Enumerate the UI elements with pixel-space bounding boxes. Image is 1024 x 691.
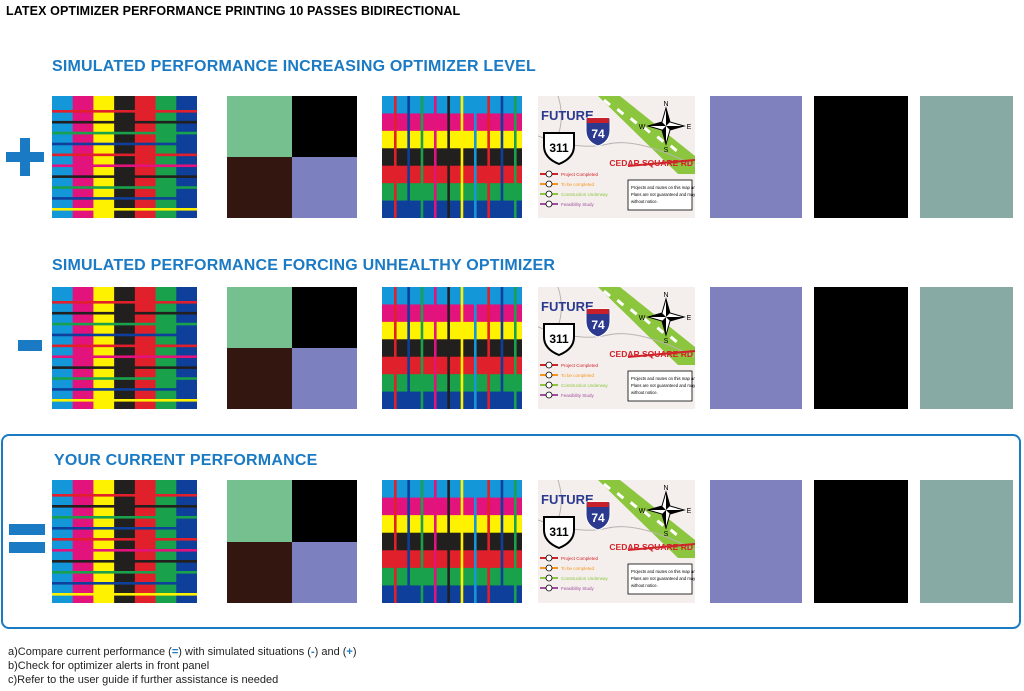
gray-green-swatch-minus bbox=[920, 287, 1013, 409]
map-legend-item: Project Completed bbox=[561, 172, 599, 177]
map-future-label: FUTURE bbox=[541, 492, 594, 507]
map-legend-item: To be completed bbox=[561, 566, 595, 571]
compass-icon bbox=[646, 490, 686, 530]
map-future-label: FUTURE bbox=[541, 299, 594, 314]
map-legend-item: To be completed bbox=[561, 373, 595, 378]
instruction-b: b)Check for optimizer alerts in front pa… bbox=[8, 660, 210, 672]
map-note-line: Projects and routes on this map are a gu… bbox=[631, 569, 695, 574]
map-legend-item: Project Completed bbox=[561, 556, 599, 561]
four-patch-sample-minus bbox=[227, 287, 357, 409]
vertical-bars-sample-equal bbox=[52, 480, 198, 603]
map-legend-item: Construction Underway bbox=[561, 576, 609, 581]
road-label: CEDAR SQUARE RD bbox=[609, 542, 693, 552]
compass-n-label: N bbox=[663, 292, 668, 299]
interstate-shield-icon: 74 bbox=[591, 318, 605, 332]
lavender-swatch-plus bbox=[710, 96, 802, 218]
current-performance-frame bbox=[1, 434, 1021, 629]
map-legend-item: Feasibility Study bbox=[561, 393, 595, 398]
compass-w-label: W bbox=[639, 124, 646, 131]
instruction-c: c)Refer to the user guide if further ass… bbox=[8, 674, 279, 686]
map-note-line: without notice. bbox=[631, 199, 658, 204]
map-legend-item: Construction Underway bbox=[561, 383, 609, 388]
map-note-line: without notice. bbox=[631, 390, 658, 395]
map-sample-equal: FUTURE 311 74 N S E W CEDAR SQUARE RD Project Co… bbox=[537, 479, 713, 603]
four-patch-sample-plus bbox=[227, 96, 357, 218]
section-title-increasing: SIMULATED PERFORMANCE INCREASING OPTIMIZ… bbox=[52, 58, 536, 75]
map-sample-minus: FUTURE 311 74 N S E W CEDAR SQUARE RD Project Co… bbox=[537, 286, 713, 409]
horizontal-bars-sample-equal bbox=[382, 480, 522, 604]
page-title: LATEX OPTIMIZER PERFORMANCE PRINTING 10 … bbox=[6, 4, 461, 18]
section-title-unhealthy: SIMULATED PERFORMANCE FORCING UNHEALTHY … bbox=[52, 257, 556, 274]
section-title-current: YOUR CURRENT PERFORMANCE bbox=[54, 452, 318, 469]
compass-n-label: N bbox=[663, 101, 668, 108]
vertical-bars-sample-minus bbox=[52, 287, 198, 409]
map-note-line: Projects and routes on this map are a gu… bbox=[631, 376, 695, 381]
map-future-label: FUTURE bbox=[541, 108, 594, 123]
map-note-line: without notice. bbox=[631, 583, 658, 588]
map-sample-plus: FUTURE 311 74 N S E W CEDAR SQUARE RD Project Co… bbox=[537, 95, 713, 218]
gray-green-swatch-equal bbox=[920, 480, 1013, 603]
map-legend-item: Project Completed bbox=[561, 363, 599, 368]
horizontal-bars-sample-plus bbox=[382, 96, 522, 219]
minus-icon bbox=[18, 340, 42, 351]
compass-s-label: S bbox=[664, 147, 669, 154]
compass-icon bbox=[646, 297, 686, 337]
lavender-swatch-minus bbox=[710, 287, 802, 409]
map-note-line: Plans are not guaranteed and may change bbox=[631, 576, 695, 581]
compass-w-label: W bbox=[639, 508, 646, 515]
compass-w-label: W bbox=[639, 315, 646, 322]
gray-green-swatch-plus bbox=[920, 96, 1013, 218]
compass-n-label: N bbox=[663, 485, 668, 492]
us-route-shield-icon: 311 bbox=[549, 332, 569, 346]
us-route-shield-icon: 311 bbox=[549, 141, 569, 155]
interstate-shield-icon: 74 bbox=[591, 511, 605, 525]
compass-e-label: E bbox=[687, 315, 692, 322]
black-swatch-plus bbox=[814, 96, 908, 218]
instructions: a)Compare current performance (=) with s… bbox=[8, 645, 357, 687]
interstate-shield-icon: 74 bbox=[591, 127, 605, 141]
us-route-shield-icon: 311 bbox=[549, 525, 569, 539]
instruction-a: a)Compare current performance (=) with s… bbox=[8, 646, 357, 658]
compass-e-label: E bbox=[687, 508, 692, 515]
map-note-line: Projects and routes on this map are a gu… bbox=[631, 185, 695, 190]
compass-s-label: S bbox=[664, 338, 669, 345]
compass-icon bbox=[646, 106, 686, 146]
black-swatch-equal bbox=[814, 480, 908, 603]
map-note-line: Plans are not guaranteed and may change bbox=[631, 192, 695, 197]
four-patch-sample-equal bbox=[227, 480, 357, 603]
map-legend-item: Feasibility Study bbox=[561, 202, 595, 207]
horizontal-bars-sample-minus bbox=[382, 287, 522, 410]
compass-s-label: S bbox=[664, 531, 669, 538]
road-label: CEDAR SQUARE RD bbox=[609, 158, 693, 168]
map-legend-item: Feasibility Study bbox=[561, 586, 595, 591]
compass-e-label: E bbox=[687, 124, 692, 131]
black-swatch-minus bbox=[814, 287, 908, 409]
map-legend-item: Construction Underway bbox=[561, 192, 609, 197]
equal-icon bbox=[9, 524, 45, 554]
map-note-line: Plans are not guaranteed and may change bbox=[631, 383, 695, 388]
map-legend-item: To be completed bbox=[561, 182, 595, 187]
road-label: CEDAR SQUARE RD bbox=[609, 349, 693, 359]
vertical-bars-sample-plus bbox=[52, 96, 198, 218]
lavender-swatch-equal bbox=[710, 480, 802, 603]
plus-icon bbox=[6, 138, 44, 176]
